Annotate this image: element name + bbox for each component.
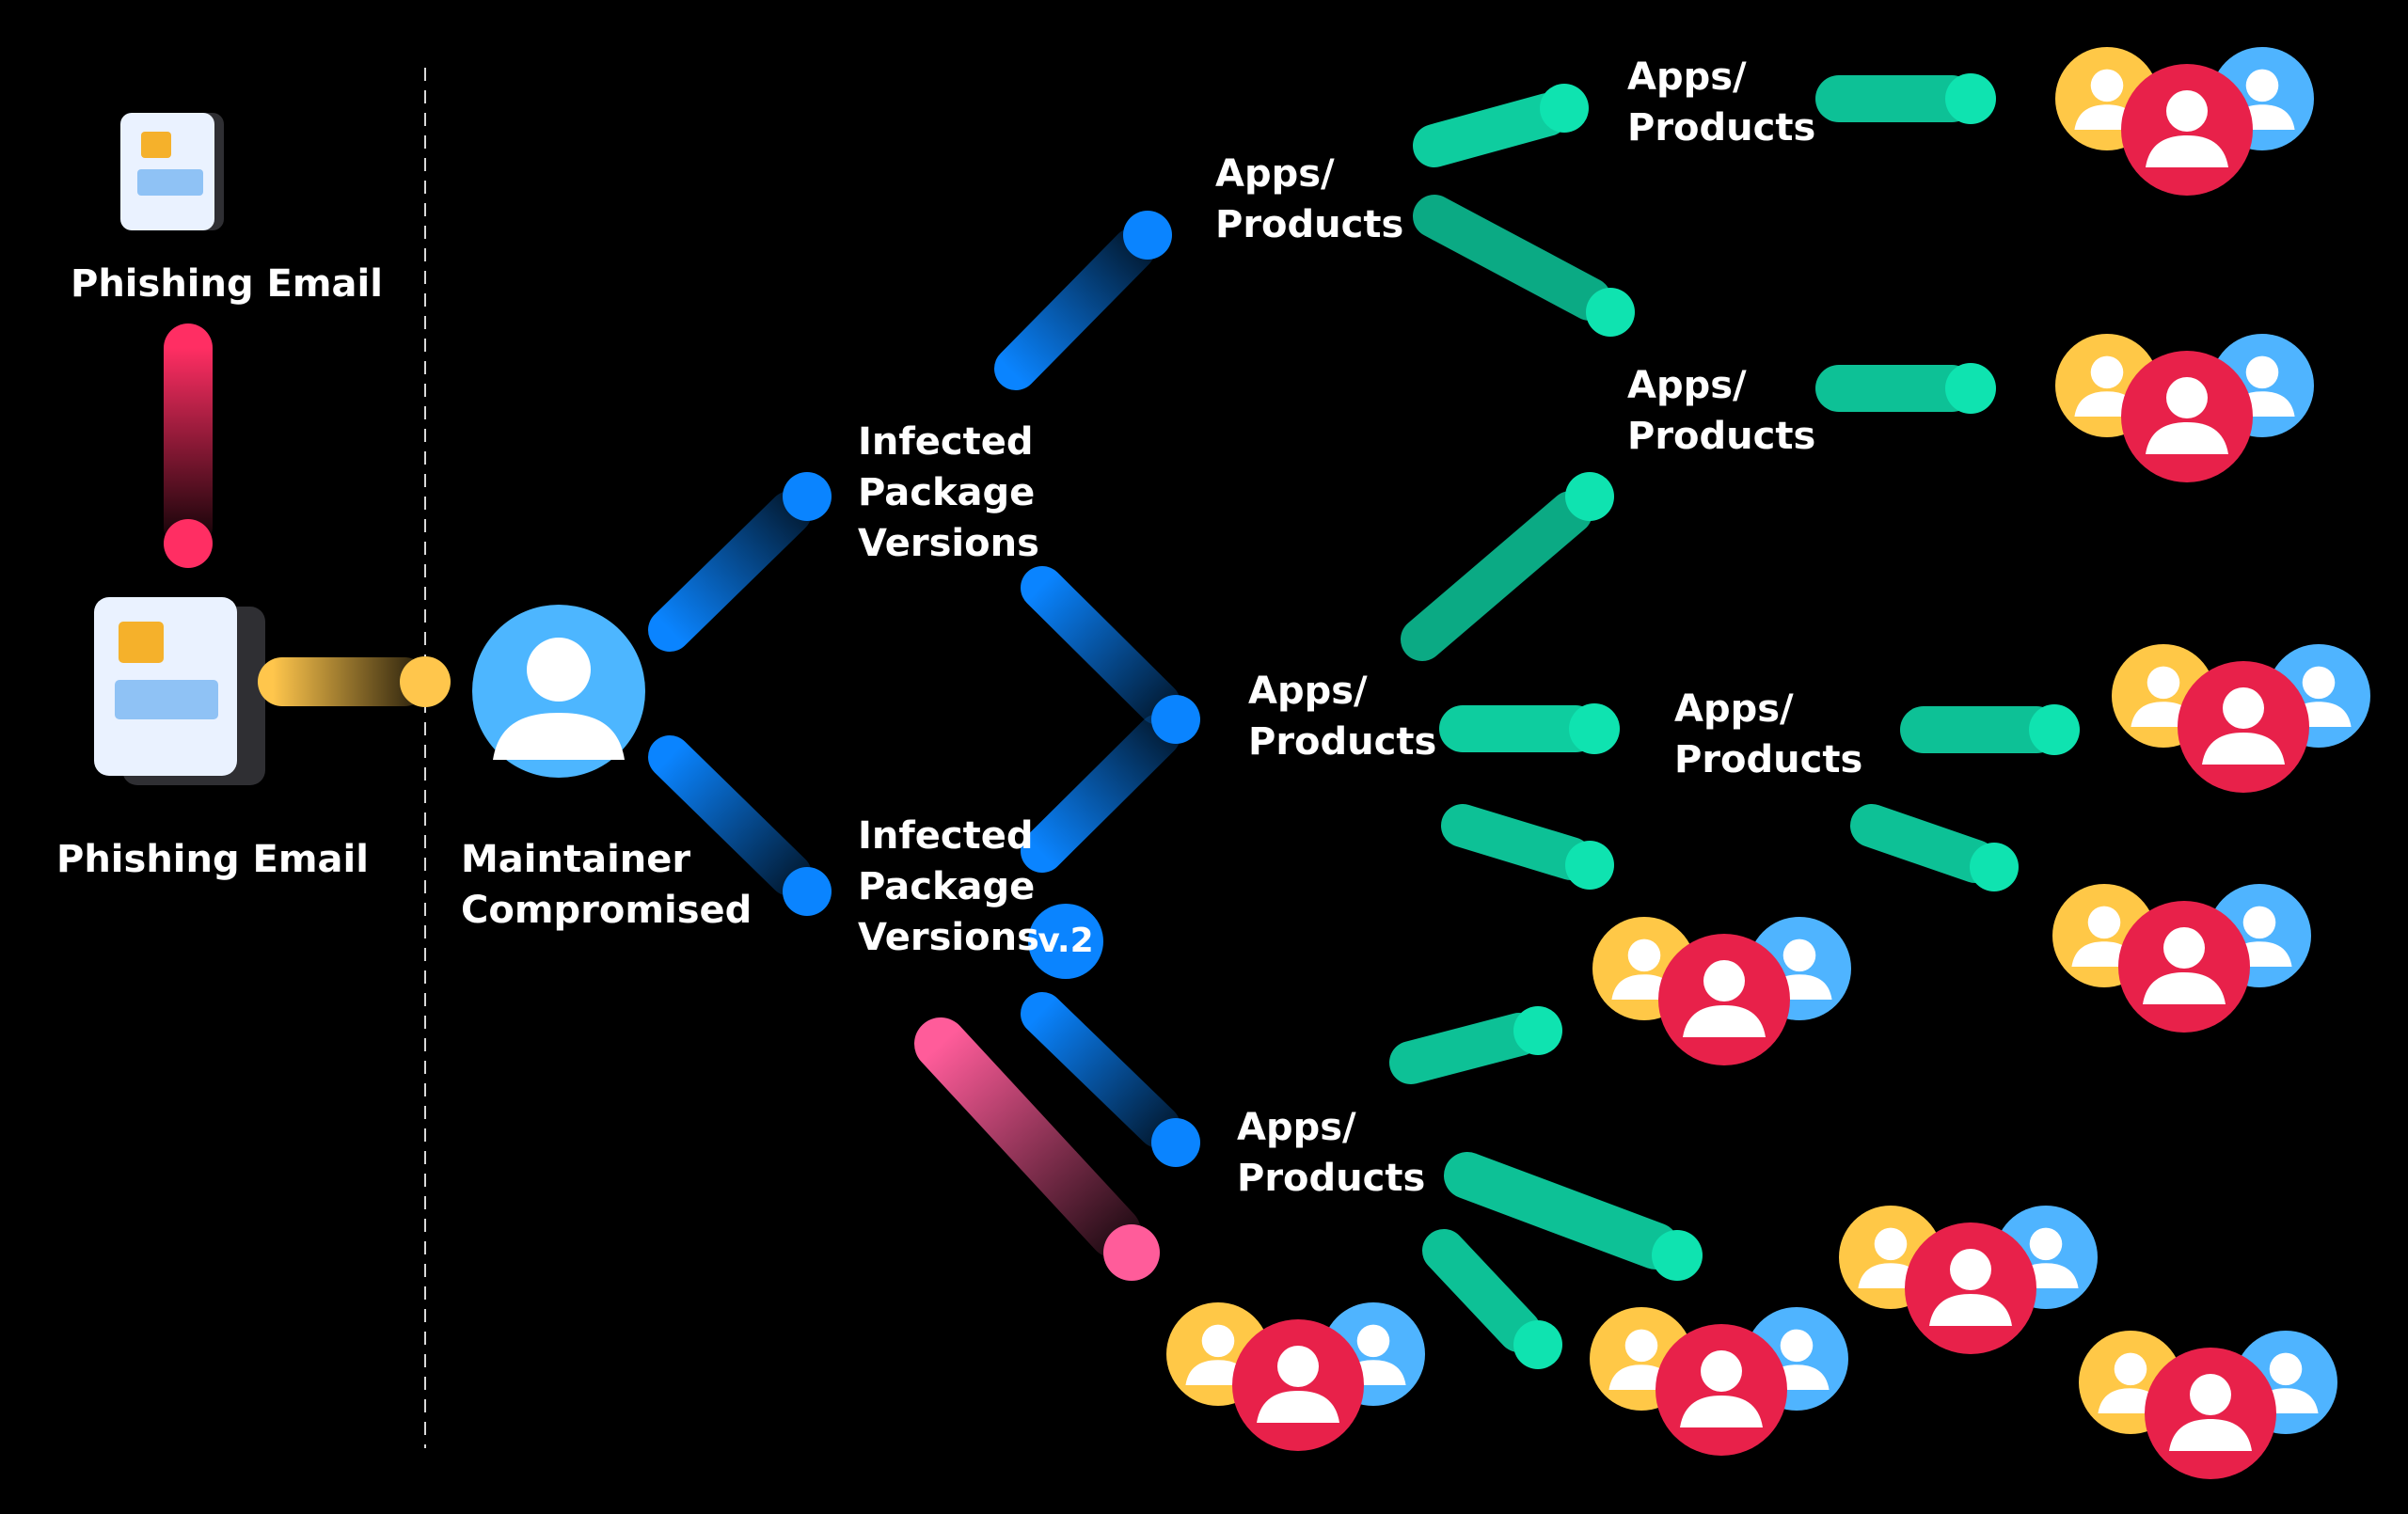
user-group-icon: [2079, 1331, 2337, 1479]
infected-package-label: Infected Package Versions: [858, 420, 1039, 565]
apps-link-dot: [1151, 695, 1200, 744]
phishing-email-label-bottom: Phishing Email: [56, 838, 369, 881]
user-group-icon: [1590, 1307, 1848, 1456]
maintainer-compromised-label: Maintainer Compromised: [461, 838, 752, 932]
maintainer-avatar: [472, 605, 645, 778]
apps-products-label: Apps/ Products: [1237, 1106, 1426, 1200]
apps-products-label: Apps/ Products: [1674, 687, 1863, 781]
apps-link-dot: [1123, 211, 1172, 260]
pink-link-dot: [1103, 1224, 1160, 1281]
user-group-icon: [2055, 334, 2314, 482]
phishing-email-label-top: Phishing Email: [71, 262, 383, 306]
user-group-icon: [2052, 884, 2311, 1033]
apps-products-label: Apps/ Products: [1248, 670, 1437, 764]
email-document-icon: [120, 113, 224, 230]
version-badge: [1028, 904, 1103, 979]
maintainer-link-dot: [400, 656, 451, 707]
apps-products-label: Apps/ Products: [1627, 55, 1816, 150]
package-link-dot: [783, 867, 832, 916]
apps-link: [994, 228, 1155, 390]
email-document-icon: [94, 597, 265, 785]
apps-products-label: Apps/ Products: [1627, 364, 1816, 458]
package-link: [648, 735, 812, 896]
green-links: [1389, 73, 2080, 1369]
pink-link: [914, 1017, 1141, 1258]
phishing-link-dot: [164, 519, 213, 568]
apps-link: [1021, 566, 1180, 725]
apps-link: [1021, 992, 1180, 1148]
apps-products-label: Apps/ Products: [1215, 152, 1404, 246]
apps-link: [1021, 714, 1180, 873]
user-group-icon: [1166, 1302, 1425, 1451]
version-badge-label: v.2: [1038, 922, 1094, 960]
apps-link-dot: [1151, 1118, 1200, 1167]
package-link-dot: [783, 472, 832, 521]
package-link: [648, 491, 812, 652]
user-group-icon: [1839, 1206, 2098, 1354]
user-group-icon: [2055, 47, 2314, 196]
user-group-icon: [1592, 917, 1851, 1065]
infected-package-label: Infected Package Versions: [858, 814, 1039, 959]
user-group-icon: [2112, 644, 2370, 793]
